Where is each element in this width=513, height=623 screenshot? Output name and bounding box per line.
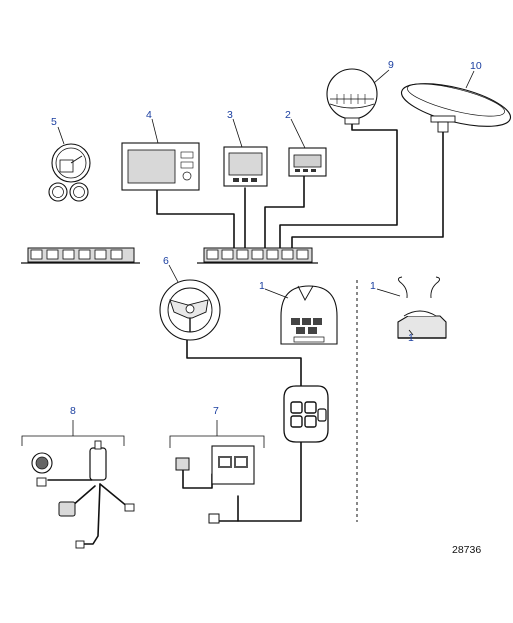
instrument-gauge-cluster <box>48 143 91 202</box>
instrument-display <box>223 146 268 187</box>
callout-1-left: 1 <box>259 280 265 292</box>
keypad-controller <box>283 385 329 443</box>
antenna-sphere <box>326 68 378 125</box>
callout-2: 2 <box>285 109 291 121</box>
radar-radome <box>400 83 512 133</box>
callout-10: 10 <box>470 60 482 72</box>
callout-8: 8 <box>70 405 76 417</box>
callout-6: 6 <box>163 255 169 267</box>
throttle-control-lever <box>397 276 447 339</box>
callout-7: 7 <box>213 405 219 417</box>
multifunction-display <box>121 142 200 191</box>
callout-9: 9 <box>388 59 394 71</box>
control-panel-keypad <box>280 285 338 345</box>
callout-4: 4 <box>146 109 152 121</box>
callout-1-right: 1 <box>370 280 376 292</box>
callout-1-lever: 1 <box>408 332 414 344</box>
ignition-buzzer-assembly <box>21 420 135 549</box>
small-display <box>288 147 327 177</box>
distribution-bar-left <box>21 247 140 264</box>
callout-5: 5 <box>51 116 57 128</box>
switch-panel-assembly <box>169 420 265 524</box>
callout-3: 3 <box>227 109 233 121</box>
drawing-number: 28736 <box>452 544 481 556</box>
wiring <box>47 123 444 545</box>
network-hub <box>197 247 318 264</box>
callout-leaders <box>57 69 475 336</box>
steering-wheel <box>159 279 221 341</box>
